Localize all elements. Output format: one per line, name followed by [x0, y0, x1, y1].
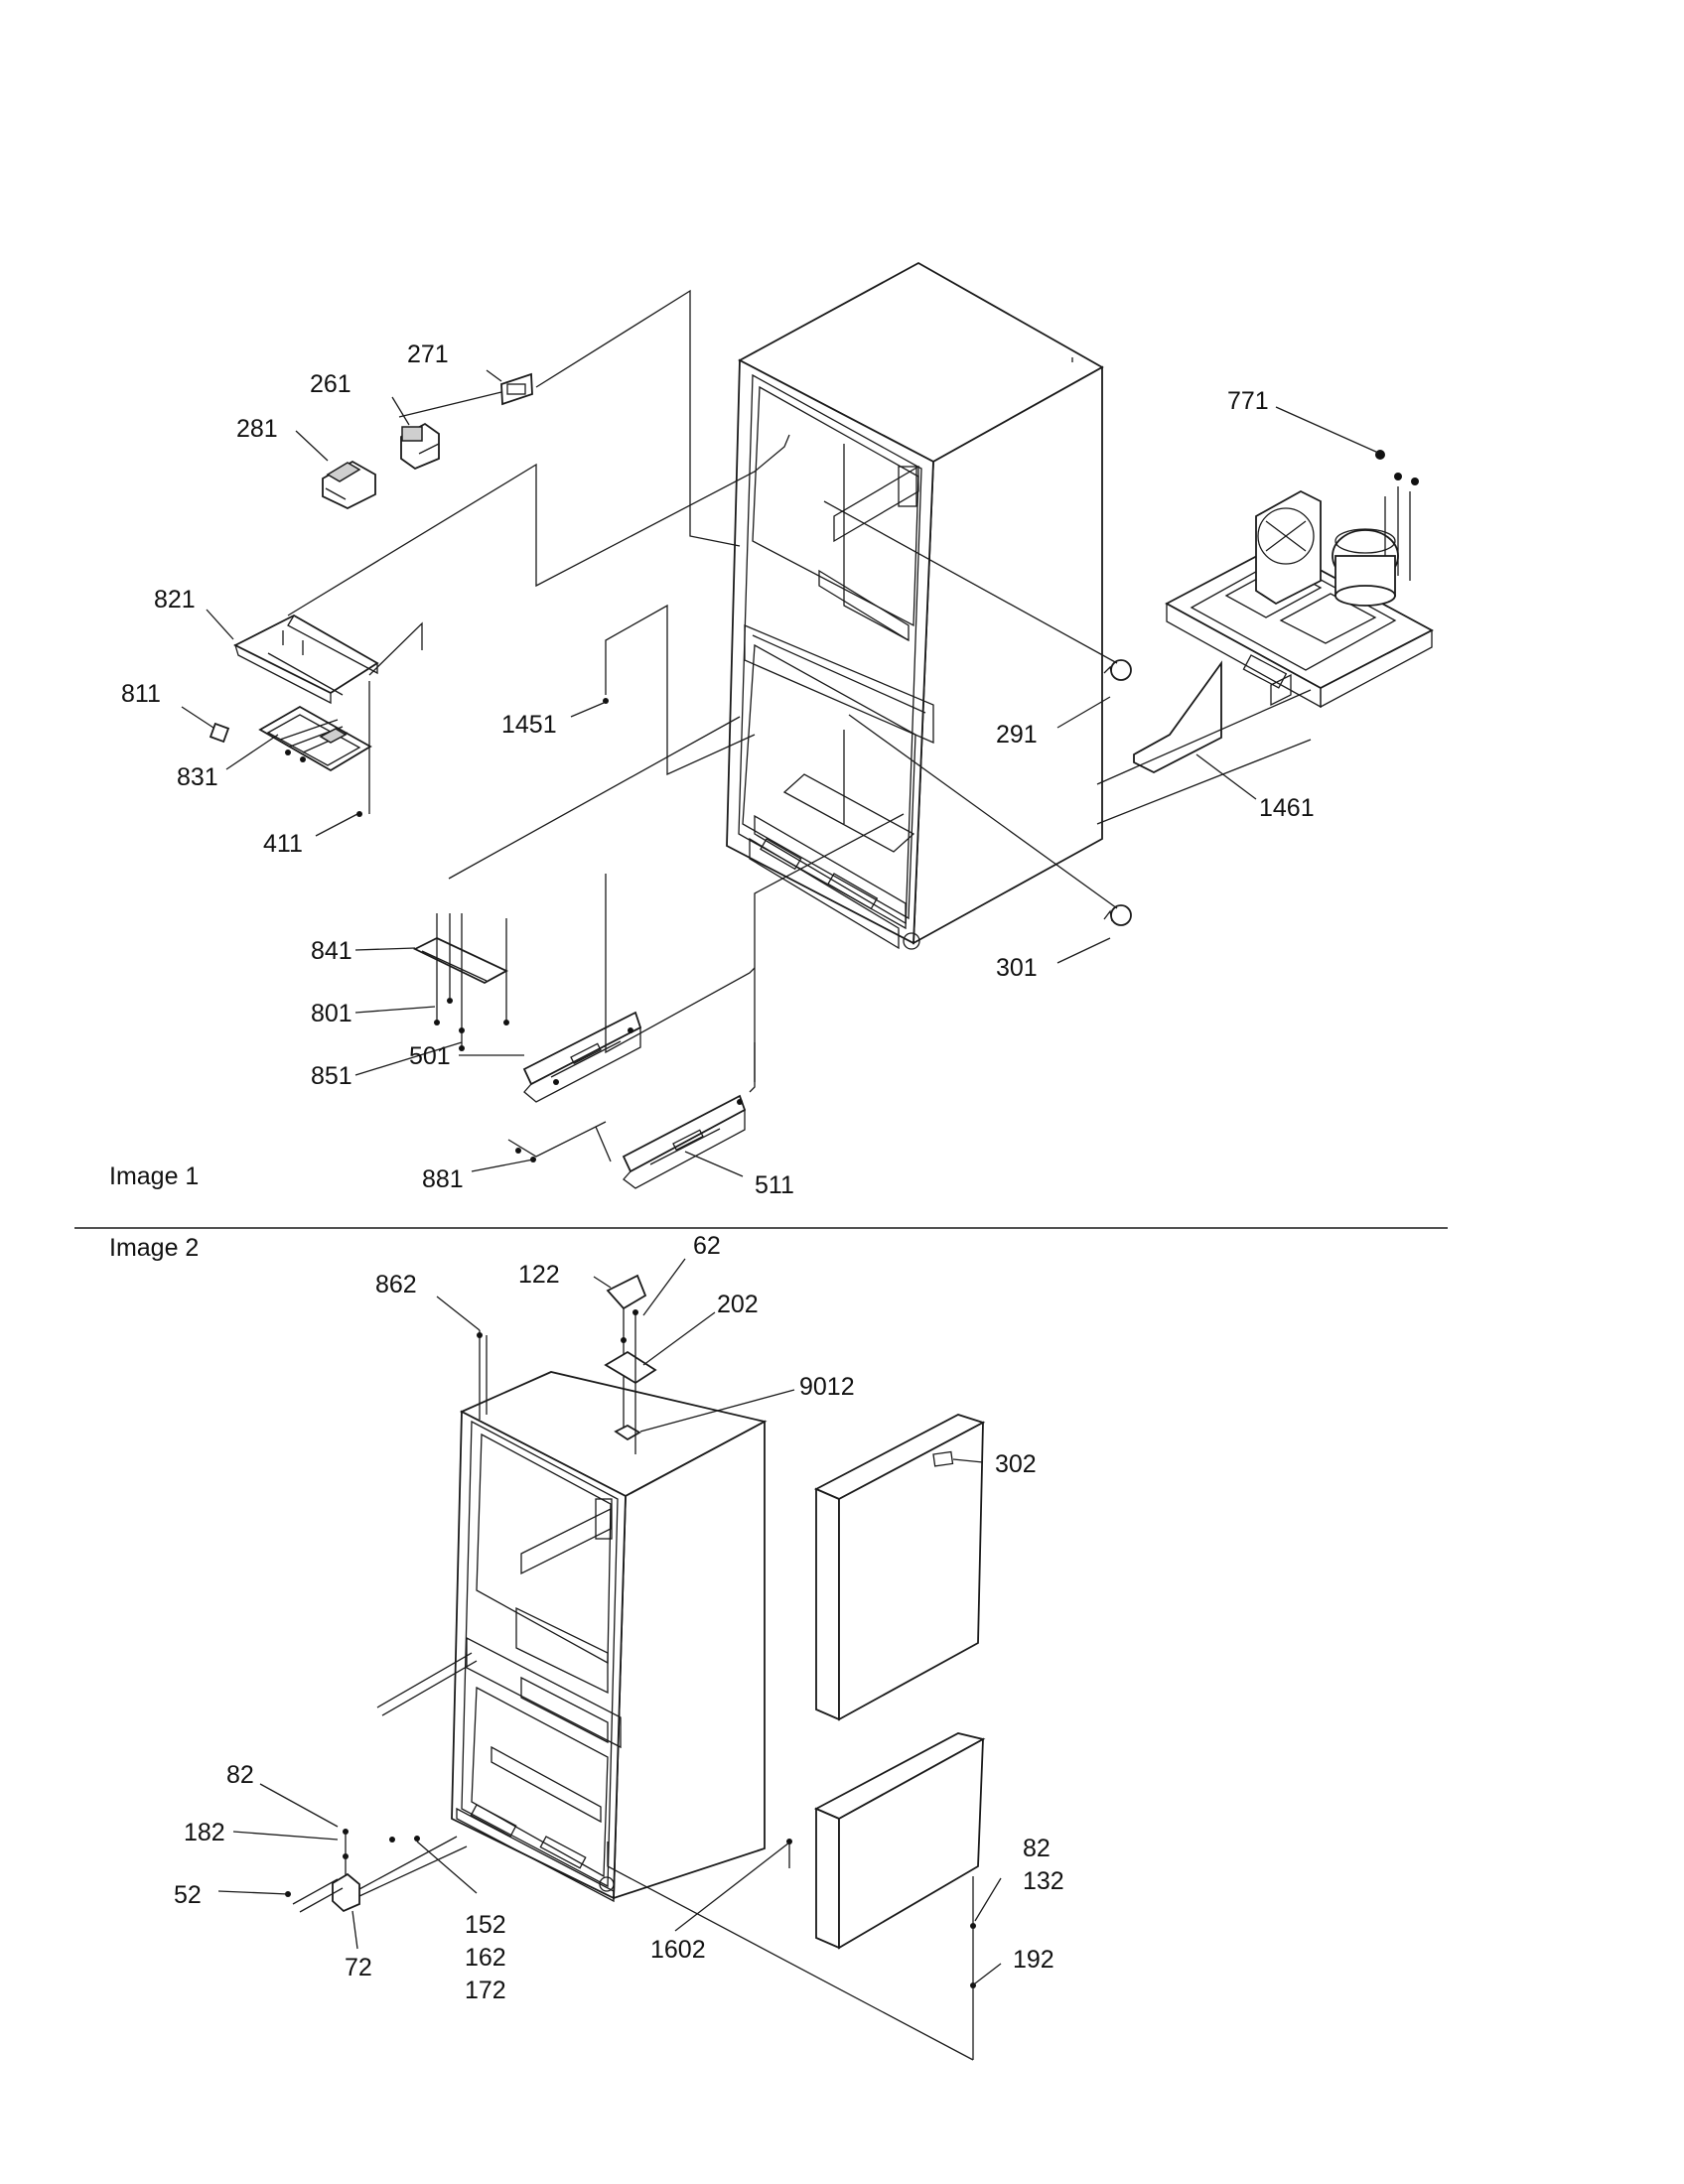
callout-192: 192 [1013, 1946, 1054, 1974]
rail-501 [522, 1011, 642, 1103]
callout-182: 182 [184, 1819, 225, 1846]
callout-62: 62 [693, 1232, 721, 1260]
callout-1602: 1602 [650, 1936, 706, 1964]
callouts-1: 271 261 281 821 811 831 411 1451 291 771… [121, 341, 1315, 1199]
callout-1451: 1451 [501, 711, 557, 739]
cabinet-assembly-2 [451, 1371, 768, 1903]
bottom-hinge-assembly [285, 1652, 478, 1913]
callout-261: 261 [310, 370, 351, 398]
callout-511: 511 [755, 1171, 794, 1199]
drain-pan-831 [258, 705, 372, 772]
part-271 [500, 372, 533, 406]
screw-411 [356, 811, 362, 817]
top-hinge-assembly [477, 1274, 657, 1454]
callout-841: 841 [311, 937, 352, 965]
callout-271: 271 [407, 341, 449, 368]
callout-811: 811 [121, 680, 161, 708]
callout-172: 172 [465, 1977, 506, 2004]
hinge-72 [332, 1872, 360, 1913]
baffle-1461 [1133, 660, 1222, 774]
control-parts [322, 372, 533, 510]
rail-511 [622, 1094, 747, 1189]
callout-281: 281 [236, 415, 278, 443]
callout-821: 821 [154, 586, 196, 614]
hinge-cover-122 [606, 1274, 647, 1310]
callout-202: 202 [717, 1291, 759, 1318]
callout-52: 52 [174, 1881, 202, 1909]
part-811 [209, 722, 230, 744]
compressor-assembly-771 [1165, 450, 1434, 709]
callout-1461: 1461 [1259, 794, 1315, 822]
callout-9012: 9012 [799, 1373, 855, 1401]
image-2-title: Image 2 [109, 1234, 199, 1262]
callout-771: 771 [1227, 387, 1269, 415]
callout-411: 411 [263, 830, 303, 858]
callouts-2: 122 62 862 202 9012 302 82 182 52 72 152… [174, 1232, 1064, 2004]
explosion-lines-1 [287, 289, 1312, 1162]
evaporator-cover-821 [233, 614, 379, 705]
leaders-2 [217, 1258, 1002, 1984]
hinge-202 [604, 1350, 657, 1385]
callout-501: 501 [409, 1042, 451, 1070]
callout-291: 291 [996, 721, 1038, 749]
callout-82-b: 82 [1023, 1835, 1051, 1862]
shim-9012 [614, 1424, 641, 1441]
callout-862: 862 [375, 1271, 417, 1298]
screw-1451 [603, 698, 609, 704]
callout-162: 162 [465, 1944, 506, 1972]
freezer-door [813, 1732, 986, 1950]
bumper-291 [1103, 659, 1132, 681]
bumper-301 [1103, 904, 1132, 926]
callout-72: 72 [345, 1954, 372, 1981]
screw-881a [515, 1148, 521, 1154]
callout-152: 152 [465, 1911, 506, 1939]
image-2-section: Image 2 [109, 1232, 1064, 2061]
callout-132: 132 [1023, 1867, 1064, 1895]
bracket-841 [412, 913, 509, 1051]
callout-301: 301 [996, 954, 1038, 982]
callout-82: 82 [226, 1761, 254, 1789]
image-1-section: 271 261 281 821 811 831 411 1451 291 771… [109, 261, 1434, 1199]
callout-881: 881 [422, 1165, 464, 1193]
cabinet-assembly [726, 261, 1104, 950]
badge-302 [932, 1450, 954, 1467]
callout-302: 302 [995, 1450, 1037, 1478]
right-hinge-screws [970, 1876, 976, 2060]
leaders-1 [181, 369, 1379, 1177]
callout-831: 831 [177, 763, 218, 791]
door-302 [813, 1414, 986, 1721]
image-1-title: Image 1 [109, 1162, 199, 1190]
callout-851: 851 [311, 1062, 352, 1090]
callout-122: 122 [518, 1261, 560, 1289]
callout-801: 801 [311, 1000, 352, 1027]
